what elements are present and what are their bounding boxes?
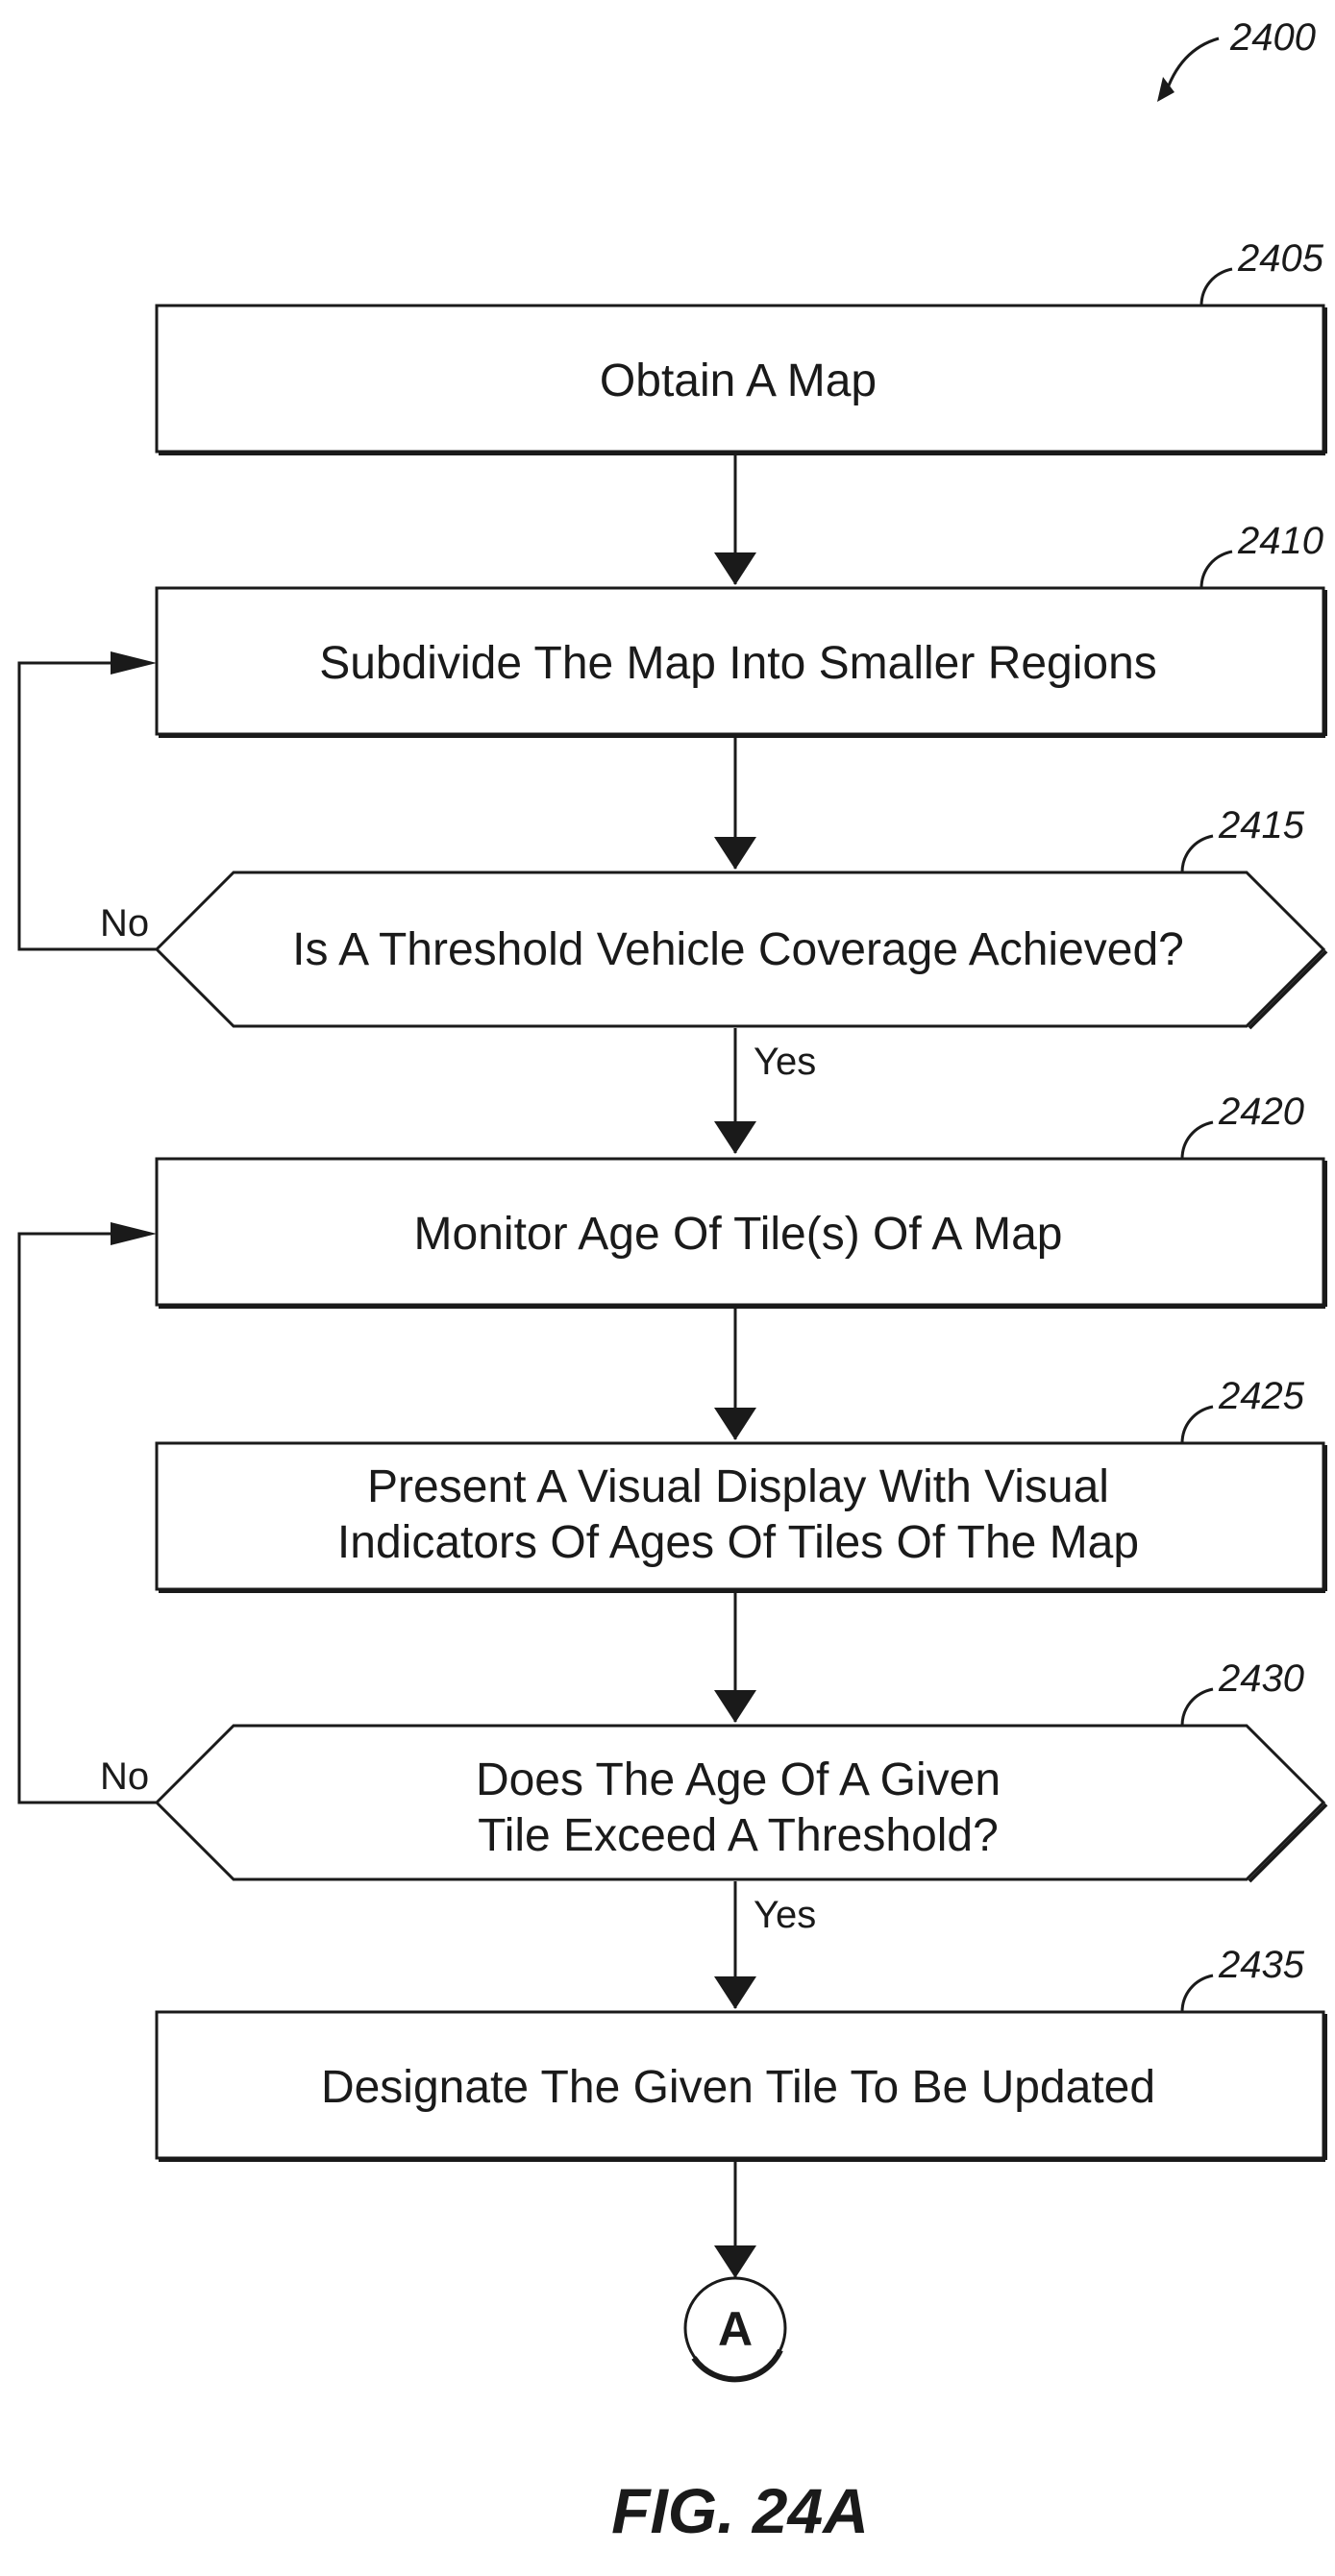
step-2435-ref: 2435 [1218, 1944, 1305, 1986]
label-yes-2: Yes [754, 1894, 816, 1936]
label-no-1: No [100, 902, 149, 945]
step-2435-text: Designate The Given Tile To Be Updated [321, 2062, 1155, 2113]
decision-2430: Does The Age Of A Given Tile Exceed A Th… [157, 1657, 1326, 1881]
decision-2430-leader [1182, 1689, 1213, 1726]
step-2405-text: Obtain A Map [600, 356, 877, 406]
loop-no-2430-arrowhead [111, 1222, 157, 1245]
connector-a-label: A [718, 2302, 753, 2356]
step-2410-text: Subdivide The Map Into Smaller Regions [319, 638, 1157, 689]
decision-2415-leader [1182, 836, 1213, 872]
decision-2415-text: Is A Threshold Vehicle Coverage Achieved… [292, 924, 1184, 975]
decision-2415-ref: 2415 [1218, 804, 1305, 846]
connector-a: A [685, 2278, 785, 2379]
decision-2415: Is A Threshold Vehicle Coverage Achieved… [157, 804, 1326, 1028]
step-2420-leader [1182, 1122, 1213, 1159]
loop-no-2430 [19, 1234, 157, 1803]
label-no-2: No [100, 1755, 149, 1798]
figure-caption: FIG. 24A [611, 2475, 869, 2546]
step-2410-leader [1201, 552, 1232, 588]
step-2425-ref: 2425 [1218, 1375, 1305, 1417]
step-2425: Present A Visual Display With Visual Ind… [157, 1375, 1325, 1591]
decision-2430-text-line-1: Does The Age Of A Given [476, 1754, 1001, 1805]
step-2405-leader [1201, 269, 1232, 306]
step-2405-ref: 2405 [1237, 237, 1324, 280]
figure-ref-label: 2400 [1229, 16, 1316, 59]
decision-2430-ref: 2430 [1218, 1657, 1304, 1700]
step-2435-leader [1182, 1975, 1213, 2012]
figure-ref-leader [1165, 38, 1219, 96]
step-2425-text-line-2: Indicators Of Ages Of Tiles Of The Map [337, 1517, 1139, 1568]
step-2425-leader [1182, 1407, 1213, 1443]
step-2410-ref: 2410 [1237, 520, 1323, 562]
decision-2430-text-line-2: Tile Exceed A Threshold? [478, 1810, 999, 1861]
loop-no-2415-arrowhead [111, 651, 157, 675]
label-yes-1: Yes [754, 1041, 816, 1083]
step-2425-text-line-1: Present A Visual Display With Visual [367, 1461, 1109, 1512]
step-2420-ref: 2420 [1218, 1091, 1304, 1133]
step-2420-text: Monitor Age Of Tile(s) Of A Map [414, 1209, 1063, 1260]
step-2435: Designate The Given Tile To Be Updated 2… [157, 1944, 1325, 2160]
step-2405: Obtain A Map 2405 [157, 237, 1325, 454]
step-2420: Monitor Age Of Tile(s) Of A Map 2420 [157, 1091, 1325, 1307]
step-2410: Subdivide The Map Into Smaller Regions 2… [157, 520, 1325, 736]
